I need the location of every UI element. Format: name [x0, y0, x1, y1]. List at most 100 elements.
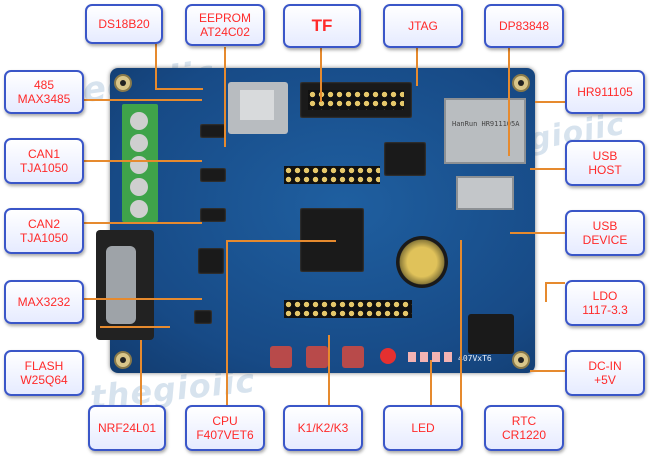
leader-line: [416, 46, 418, 86]
ethernet-jack-text: HanRun HR911105A: [452, 120, 520, 128]
leader-line: [84, 298, 202, 300]
label-ldo: LDO 1117-3.3: [565, 280, 645, 326]
usb-host-port: [456, 176, 514, 210]
label-dcin-title: DC-IN: [588, 359, 622, 373]
leader-line: [84, 222, 202, 224]
tf-card-slot: [228, 82, 288, 134]
label-flash-sub: W25Q64: [20, 373, 68, 387]
label-can1-title: CAN1: [27, 147, 60, 161]
leader-line: [84, 160, 202, 162]
label-max3485: 485 MAX3485: [4, 70, 84, 114]
leader-line: [226, 240, 336, 242]
label-flash: FLASH W25Q64: [4, 350, 84, 396]
leader-line: [140, 340, 142, 410]
label-keys: K1/K2/K3: [283, 405, 363, 451]
label-led: LED: [383, 405, 463, 451]
max3232-chip: [198, 248, 224, 274]
key-k2: [306, 346, 328, 368]
screw-terminal-block: [122, 104, 158, 222]
label-jtag-title: JTAG: [408, 19, 438, 33]
label-dp83848-title: DP83848: [498, 19, 550, 33]
label-cpu-title: CPU: [212, 414, 238, 428]
rtc-battery: [396, 236, 448, 288]
label-can1-sub: TJA1050: [19, 161, 69, 175]
label-rtc-sub: CR1220: [501, 428, 547, 442]
leader-line: [545, 282, 565, 284]
ethernet-jack: HanRun HR911105A: [444, 98, 526, 164]
leader-line: [100, 326, 170, 328]
label-tf: TF: [283, 4, 361, 48]
label-cpu: CPU F407VET6: [185, 405, 265, 451]
label-flash-title: FLASH: [24, 359, 64, 373]
mount-hole: [512, 351, 530, 369]
dc-jack: [468, 314, 514, 354]
label-dcin-sub: +5V: [594, 373, 616, 387]
dp83848-chip: [384, 142, 426, 176]
stm32-board-photo: HanRun HR911105A 407VxT6: [96, 68, 535, 373]
label-can2: CAN2 TJA1050: [4, 208, 84, 254]
label-dp83848: DP83848: [484, 4, 564, 48]
label-usb-host-sub: HOST: [588, 163, 622, 177]
leader-line: [545, 282, 547, 302]
pin-header: [284, 166, 380, 184]
label-eeprom: EEPROM AT24C02: [185, 4, 265, 46]
label-max3232-title: MAX3232: [17, 295, 71, 309]
label-max3485-sub: MAX3485: [17, 92, 71, 106]
leader-line: [155, 88, 203, 90]
label-usb-device-title: USB: [592, 219, 618, 233]
flash-chip: [194, 310, 212, 324]
label-usb-device-sub: DEVICE: [582, 233, 628, 247]
leader-line: [328, 335, 330, 410]
label-can2-title: CAN2: [27, 217, 60, 231]
pin-header-lower: [284, 300, 412, 318]
leader-line: [460, 240, 462, 410]
label-usb-device: USB DEVICE: [565, 210, 645, 256]
board-model: 407VxT6: [458, 354, 492, 363]
label-rtc: RTC CR1220: [484, 405, 564, 451]
leader-line: [320, 46, 322, 102]
label-ds18b20: DS18B20: [85, 4, 163, 44]
reset-button: [380, 348, 396, 364]
leader-line: [530, 370, 565, 372]
label-tf-title: TF: [311, 16, 333, 35]
mount-hole: [114, 351, 132, 369]
label-max3232: MAX3232: [4, 280, 84, 324]
mount-hole: [114, 74, 132, 92]
label-rtc-title: RTC: [511, 414, 537, 428]
leader-line: [84, 99, 202, 101]
label-eeprom-sub: AT24C02: [200, 25, 250, 39]
jtag-pins: [308, 90, 404, 110]
label-nrf24l01-title: NRF24L01: [97, 421, 157, 435]
key-k3: [342, 346, 364, 368]
leader-line: [530, 168, 565, 170]
label-ldo-title: LDO: [592, 289, 618, 303]
label-dcin: DC-IN +5V: [565, 350, 645, 396]
can2-chip: [200, 208, 226, 222]
can1-chip: [200, 168, 226, 182]
label-usb-host: USB HOST: [565, 140, 645, 186]
label-can1: CAN1 TJA1050: [4, 138, 84, 184]
label-cpu-sub: F407VET6: [196, 428, 254, 442]
label-jtag: JTAG: [383, 4, 463, 48]
led-row: [408, 352, 456, 362]
label-usb-host-title: USB: [592, 149, 618, 163]
leader-line: [155, 41, 157, 90]
label-hr911105-title: HR911105: [577, 85, 633, 99]
label-hr911105: HR911105: [565, 70, 645, 114]
leader-line: [535, 101, 565, 103]
label-can2-sub: TJA1050: [19, 231, 69, 245]
leader-line: [224, 47, 226, 147]
leader-line: [226, 240, 228, 410]
db9-connector: [96, 230, 154, 340]
leader-line: [508, 46, 510, 156]
label-led-title: LED: [411, 421, 435, 435]
label-nrf24l01: NRF24L01: [88, 405, 166, 451]
label-keys-title: K1/K2/K3: [297, 421, 349, 435]
label-max3485-title: 485: [33, 78, 55, 92]
leader-line: [430, 360, 432, 410]
label-ldo-sub: 1117-3.3: [582, 303, 628, 317]
key-k1: [270, 346, 292, 368]
mount-hole: [512, 74, 530, 92]
label-ds18b20-title: DS18B20: [98, 17, 150, 31]
leader-line: [510, 232, 565, 234]
